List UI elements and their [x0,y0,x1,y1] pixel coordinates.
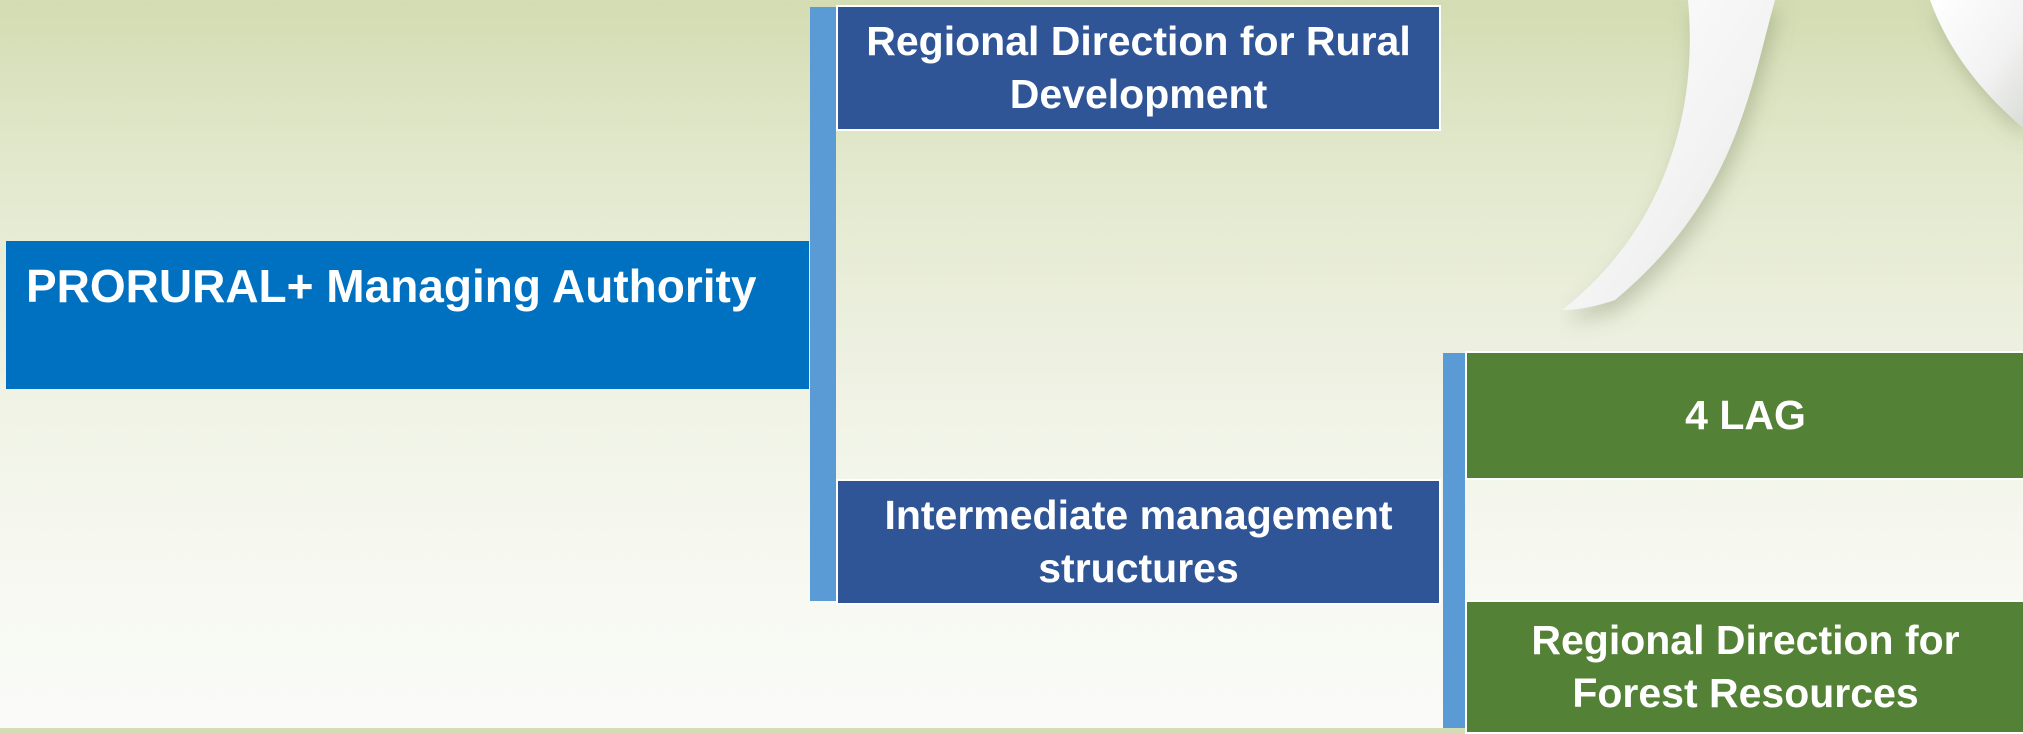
node-label: Intermediate management structures [884,491,1393,591]
node-intermediate-management-structures: Intermediate management structures [836,479,1441,605]
root-node-label: PRORURAL+ Managing Authority [26,260,757,312]
root-connector-bar [810,7,836,601]
sub-connector-bar [1443,353,1465,728]
node-label: Regional Direction for Forest Resources [1531,616,1960,716]
node-regional-direction-forest-resources: Regional Direction for Forest Resources [1465,600,2023,734]
node-regional-direction-rural-development: Regional Direction for Rural Development [836,5,1441,131]
node-4-lag: 4 LAG [1465,351,2023,480]
node-label: Regional Direction for Rural Development [866,17,1411,117]
root-node: PRORURAL+ Managing Authority [6,241,809,389]
decorative-ribbon [1562,0,2023,310]
node-label: 4 LAG [1685,391,1806,438]
